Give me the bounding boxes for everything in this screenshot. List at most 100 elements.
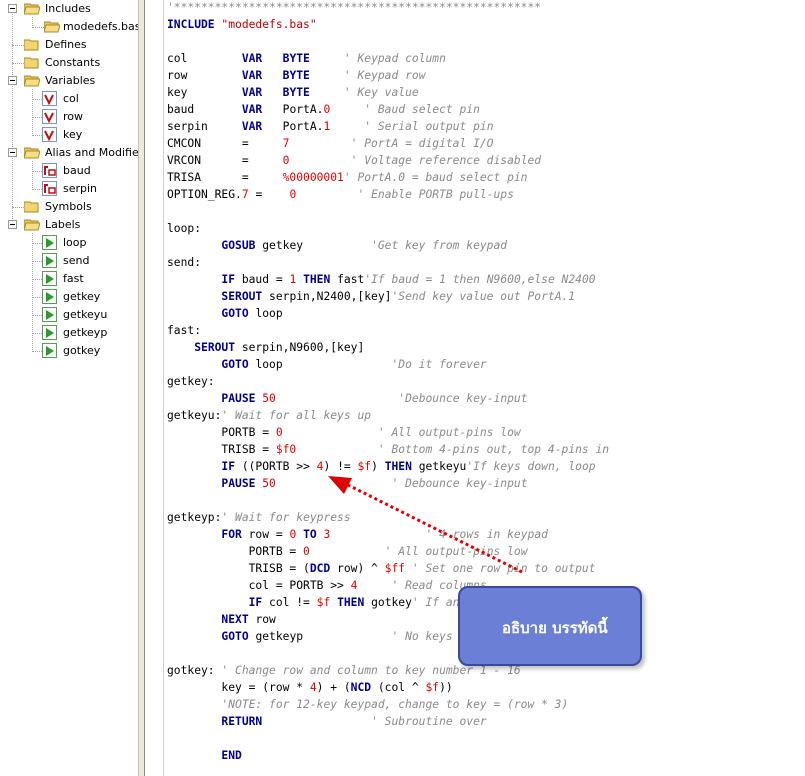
tree-node-includes[interactable]: Includes	[6, 0, 136, 18]
code-line: TRISB = $f0 ' Bottom 4-pins out, top 4-p…	[167, 443, 610, 456]
tree-label: baud	[63, 164, 91, 177]
label-icon	[42, 307, 57, 322]
folder-open-icon	[44, 21, 60, 33]
tree-node-symbols[interactable]: Symbols	[6, 198, 136, 216]
pane-splitter[interactable]	[138, 0, 145, 776]
code-line: TRISB = (DCD row) ^ $ff ' Set one row pi…	[167, 562, 596, 575]
code-line: IF ((PORTB >> 4) != $f) THEN getkeyu'If …	[221, 460, 596, 473]
label-icon	[42, 343, 57, 358]
label-icon	[42, 325, 57, 340]
tree-connector	[32, 171, 44, 172]
tree-node-label-loop[interactable]: loop	[26, 234, 136, 252]
code-line: SEROUT serpin,N9600,[key]	[194, 341, 365, 354]
tree-connector	[32, 351, 44, 352]
tree-label: row	[63, 110, 84, 123]
variable-icon	[42, 109, 57, 124]
code-line: FOR row = 0 TO 3 ' 4 rows in keypad	[221, 528, 548, 541]
code-line: VRCON = 0 ' Voltage reference disabled	[167, 154, 542, 167]
folder-icon	[24, 57, 39, 69]
code-line: RETURN ' Subroutine over	[221, 715, 487, 728]
tree-label: key	[63, 128, 83, 141]
tree-connector	[12, 207, 24, 208]
tree-label: loop	[63, 236, 87, 249]
tree-node-include-file[interactable]: modedefs.bas	[26, 18, 138, 36]
tree-connector	[32, 233, 33, 352]
tree-node-alias-serpin[interactable]: serpin	[26, 180, 136, 198]
folder-open-icon	[24, 147, 40, 159]
tree-node-labels[interactable]: Labels	[6, 216, 136, 234]
code-line: IF baud = 1 THEN fast'If baud = 1 then N…	[221, 273, 596, 286]
variable-icon	[42, 91, 57, 106]
alias-icon	[42, 181, 57, 196]
tree-connector	[32, 243, 44, 244]
tree-node-alias[interactable]: Alias and Modifiers	[6, 144, 138, 162]
tree-node-defines[interactable]: Defines	[6, 36, 136, 54]
code-line: PAUSE 50 ' Debounce key-input	[221, 477, 528, 490]
tree-connector	[12, 45, 24, 46]
code-line: PAUSE 50 'Debounce key-input	[221, 392, 528, 405]
tree-node-constants[interactable]: Constants	[6, 54, 136, 72]
code-line: END	[221, 749, 242, 762]
tree-label: getkey	[63, 290, 101, 303]
tree-connector	[32, 135, 44, 136]
folder-open-icon	[24, 75, 40, 87]
tree-label: Includes	[45, 2, 91, 15]
label-icon	[42, 235, 57, 250]
tree-label: gotkey	[63, 344, 101, 357]
tree-node-label-getkeyu[interactable]: getkeyu	[26, 306, 136, 324]
annotation-callout: อธิบาย บรรทัดนี้	[458, 586, 642, 666]
code-line: GOSUB getkey 'Get key from keypad	[221, 239, 508, 252]
tree-connector	[32, 17, 33, 28]
tree-node-var-row[interactable]: row	[26, 108, 136, 126]
tree-connector	[32, 161, 33, 190]
tree-connector	[32, 99, 44, 100]
tree-connector	[32, 189, 44, 190]
tree-label: modedefs.bas	[63, 20, 138, 33]
tree-node-label-send[interactable]: send	[26, 252, 136, 270]
code-line: GOTO loop 'Do it forever	[221, 358, 487, 371]
code-line: col VAR BYTE ' Keypad column	[167, 52, 446, 65]
tree-connector	[32, 297, 44, 298]
tree-node-var-col[interactable]: col	[26, 90, 136, 108]
tree-label: serpin	[63, 182, 98, 195]
callout-text: อธิบาย บรรทัดนี้	[502, 619, 608, 637]
code-line: getkeyp:' Wait for keypress	[167, 511, 351, 524]
code-explorer-tree: Includes modedefs.bas Defines Constants …	[0, 0, 138, 776]
code-line: getkey:	[167, 375, 215, 388]
tree-connector	[12, 9, 13, 227]
code-line: OPTION_REG.7 = 0 ' Enable PORTB pull-ups	[167, 188, 514, 201]
tree-connector	[32, 117, 44, 118]
tree-node-label-fast[interactable]: fast	[26, 270, 136, 288]
tree-connector	[32, 89, 33, 136]
code-line: baud VAR PortA.0 ' Baud select pin	[167, 103, 480, 116]
tree-connector	[12, 63, 24, 64]
tree-node-var-key[interactable]: key	[26, 126, 136, 144]
collapse-icon[interactable]	[8, 220, 17, 229]
tree-label: Defines	[45, 38, 87, 51]
tree-node-label-getkey[interactable]: getkey	[26, 288, 136, 306]
code-line: INCLUDE "modedefs.bas"	[167, 18, 317, 31]
tree-node-label-gotkey[interactable]: gotkey	[26, 342, 136, 360]
tree-connector	[32, 279, 44, 280]
tree-node-alias-baud[interactable]: baud	[26, 162, 136, 180]
variable-icon	[42, 127, 57, 142]
collapse-icon[interactable]	[8, 76, 17, 85]
tree-connector	[32, 333, 44, 334]
collapse-icon[interactable]	[8, 4, 17, 13]
collapse-icon[interactable]	[8, 148, 17, 157]
code-line: serpin VAR PortA.1 ' Serial output pin	[167, 120, 494, 133]
code-line: PORTB = 0 ' All output-pins low	[167, 545, 528, 558]
code-line: key = (row * 4) + (NCD (col ^ $f))	[167, 681, 453, 694]
code-line: gotkey: ' Change row and column to key n…	[167, 664, 521, 677]
editor-gutter	[145, 0, 164, 776]
code-line: NEXT row	[221, 613, 276, 626]
tree-label: getkeyu	[63, 308, 108, 321]
tree-node-variables[interactable]: Variables	[6, 72, 136, 90]
tree-connector	[32, 27, 44, 28]
folder-icon	[24, 201, 39, 213]
code-line: loop:	[167, 222, 202, 235]
tree-connector	[32, 261, 44, 262]
code-line: key VAR BYTE ' Key value	[167, 86, 419, 99]
tree-node-label-getkeyp[interactable]: getkeyp	[26, 324, 136, 342]
